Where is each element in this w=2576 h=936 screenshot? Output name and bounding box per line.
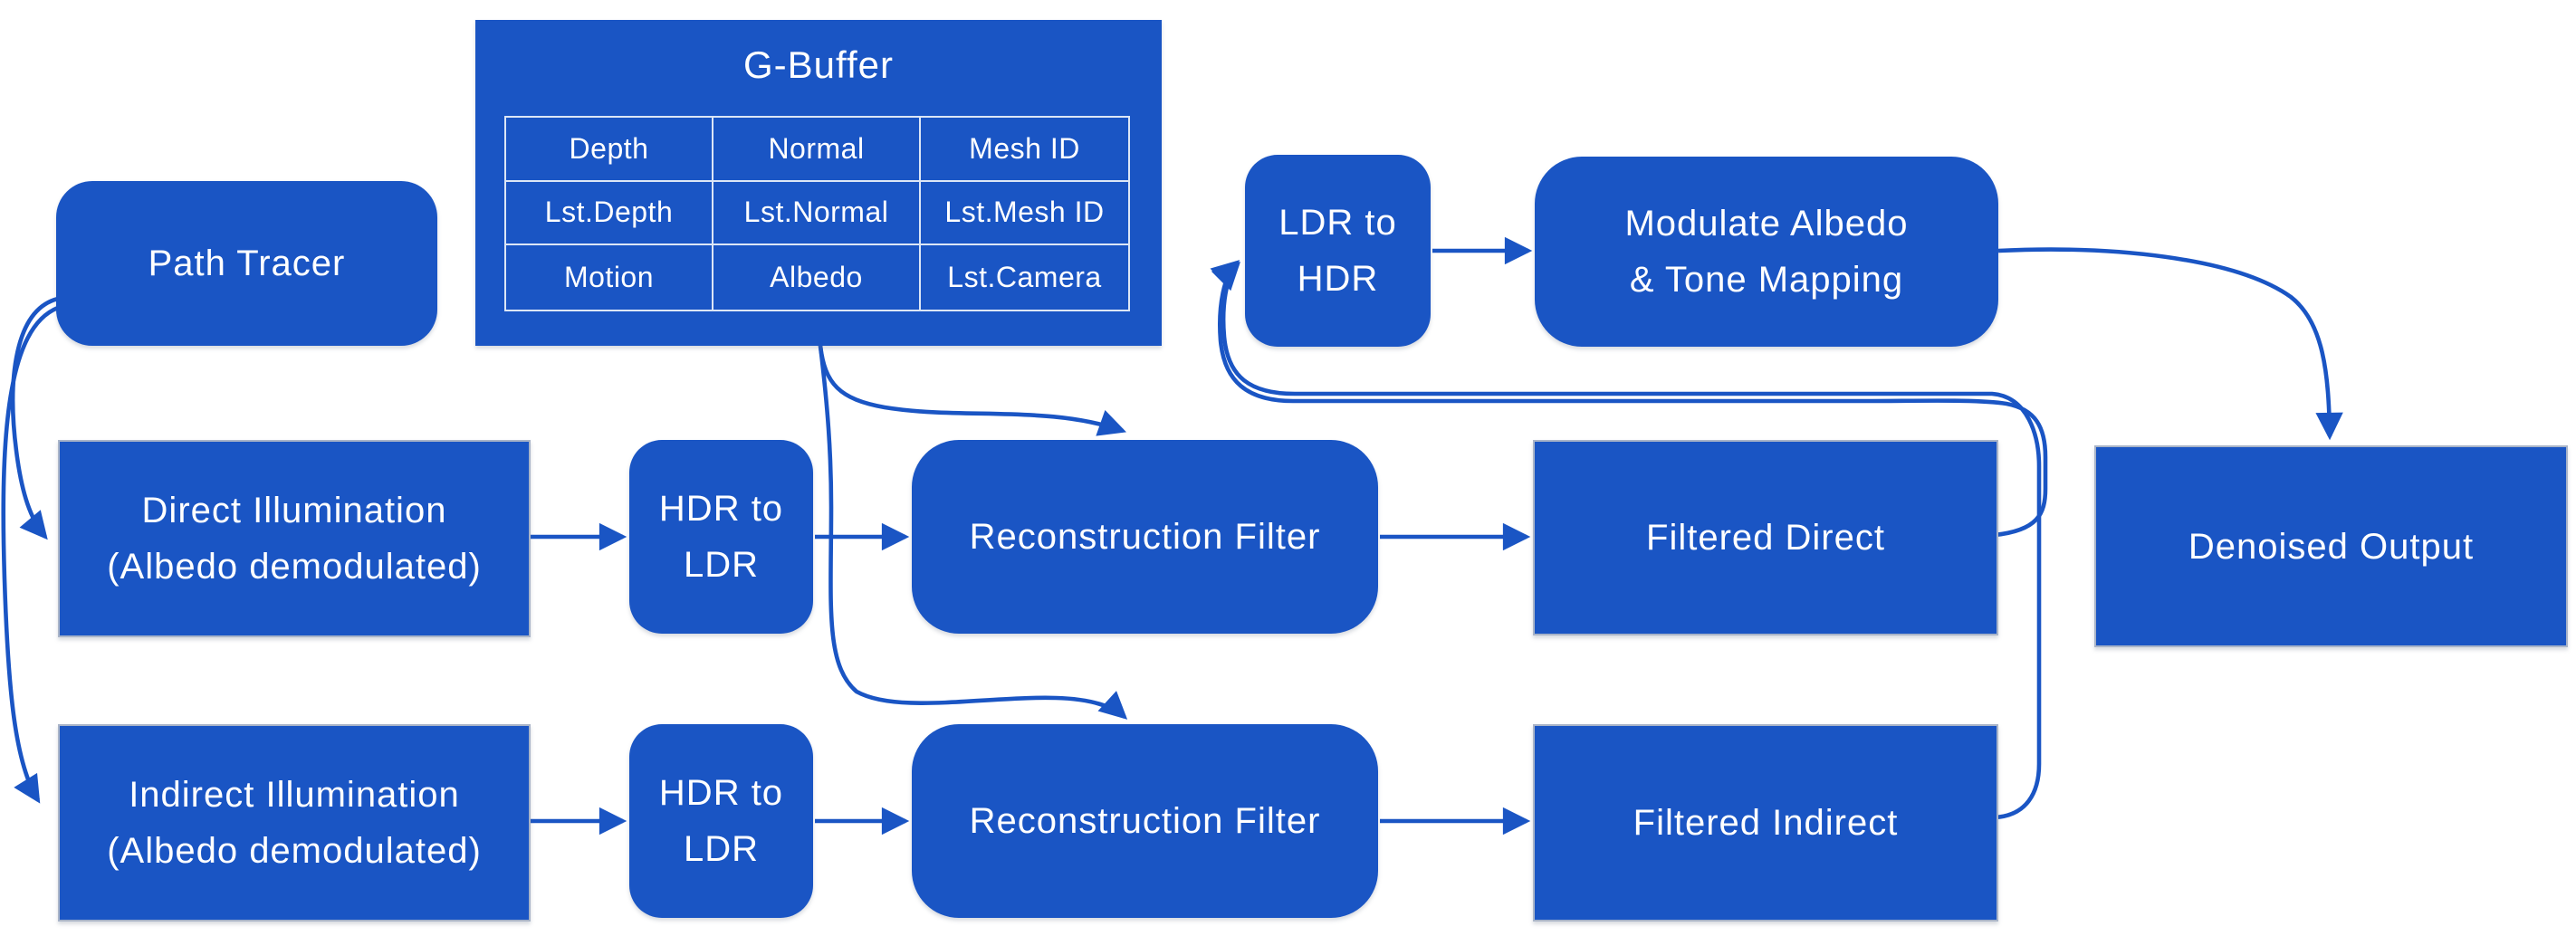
node-reconstruction-filter-direct: Reconstruction Filter [912, 440, 1378, 634]
node-indirect-illumination: Indirect Illumination (Albedo demodulate… [58, 724, 531, 922]
node-label: LDR [683, 829, 759, 869]
g-buffer-title: G-Buffer [743, 43, 894, 86]
g-buffer-cell: Lst.Normal [713, 181, 921, 246]
node-label: LDR [683, 545, 759, 585]
edge-g_buffer-to-reconstruction_filter_direct [818, 345, 1127, 436]
node-label: Path Tracer [148, 244, 346, 283]
g-buffer-cell: Normal [713, 118, 921, 182]
node-hdr-to-ldr-indirect: HDR to LDR [629, 724, 813, 918]
node-label: HDR to [658, 773, 784, 813]
node-label: Reconstruction Filter [969, 801, 1321, 841]
node-label: (Albedo demodulated) [107, 831, 482, 871]
node-label: Denoised Output [2188, 526, 2475, 567]
node-ldr-to-hdr: LDR to HDR [1245, 155, 1431, 347]
node-label: HDR to [658, 489, 784, 529]
node-direct-illumination: Direct Illumination (Albedo demodulated) [58, 440, 531, 637]
edge-path_tracer-to-direct_illumination [10, 296, 59, 540]
node-label: Filtered Indirect [1633, 803, 1899, 843]
node-reconstruction-filter-indirect: Reconstruction Filter [912, 724, 1378, 918]
node-denoised-output: Denoised Output [2094, 445, 2568, 647]
node-modulate-albedo-tone-mapping: Modulate Albedo & Tone Mapping [1535, 157, 1998, 347]
g-buffer-cell: Albedo [713, 245, 921, 310]
node-path-tracer: Path Tracer [56, 181, 437, 346]
node-label: (Albedo demodulated) [107, 547, 482, 587]
node-label: Indirect Illumination [129, 775, 460, 815]
node-label: Direct Illumination [141, 491, 447, 530]
g-buffer-cell: Lst.Mesh ID [921, 182, 1128, 246]
edge-path_tracer-to-indirect_illumination [1, 305, 59, 804]
node-label: Filtered Direct [1646, 518, 1885, 558]
edge-modulate_albedo-to-denoised_output [1997, 247, 2343, 441]
node-label: HDR [1297, 259, 1379, 299]
node-hdr-to-ldr-direct: HDR to LDR [629, 440, 813, 634]
node-label: Modulate Albedo [1624, 204, 1909, 244]
node-label: Reconstruction Filter [969, 517, 1321, 557]
node-filtered-indirect: Filtered Indirect [1533, 724, 1998, 922]
node-filtered-direct: Filtered Direct [1533, 440, 1998, 635]
node-label: LDR to [1278, 203, 1397, 243]
g-buffer-cell: Depth [506, 118, 713, 182]
node-label: & Tone Mapping [1629, 260, 1904, 300]
g-buffer-cell: Mesh ID [921, 118, 1128, 182]
g-buffer-cell: Lst.Depth [506, 181, 713, 246]
g-buffer-cell: Lst.Camera [947, 261, 1102, 294]
g-buffer-cell: Motion [506, 245, 713, 310]
